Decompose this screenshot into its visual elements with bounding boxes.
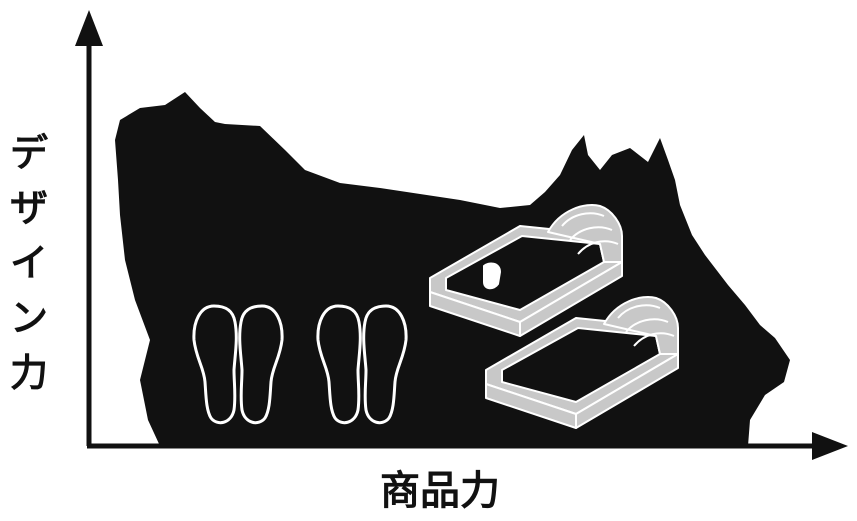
shoe-tray-icon (485, 296, 679, 429)
y-axis-label-char: イ (9, 241, 48, 285)
y-axis-label-char: ザ (9, 186, 48, 230)
shoe-tray-icon (429, 204, 623, 337)
y-axis-label-char: ン (9, 296, 48, 340)
y-axis-label: デザイン力 (8, 126, 50, 401)
y-axis-arrowhead (75, 10, 103, 46)
x-axis-label: 商品力 (380, 468, 500, 514)
y-axis-label-char: デ (9, 131, 48, 175)
footprint-icon (316, 304, 408, 425)
y-axis-label-char: 力 (9, 351, 48, 395)
footprint-icon (192, 304, 284, 425)
x-axis-arrowhead (812, 432, 848, 460)
